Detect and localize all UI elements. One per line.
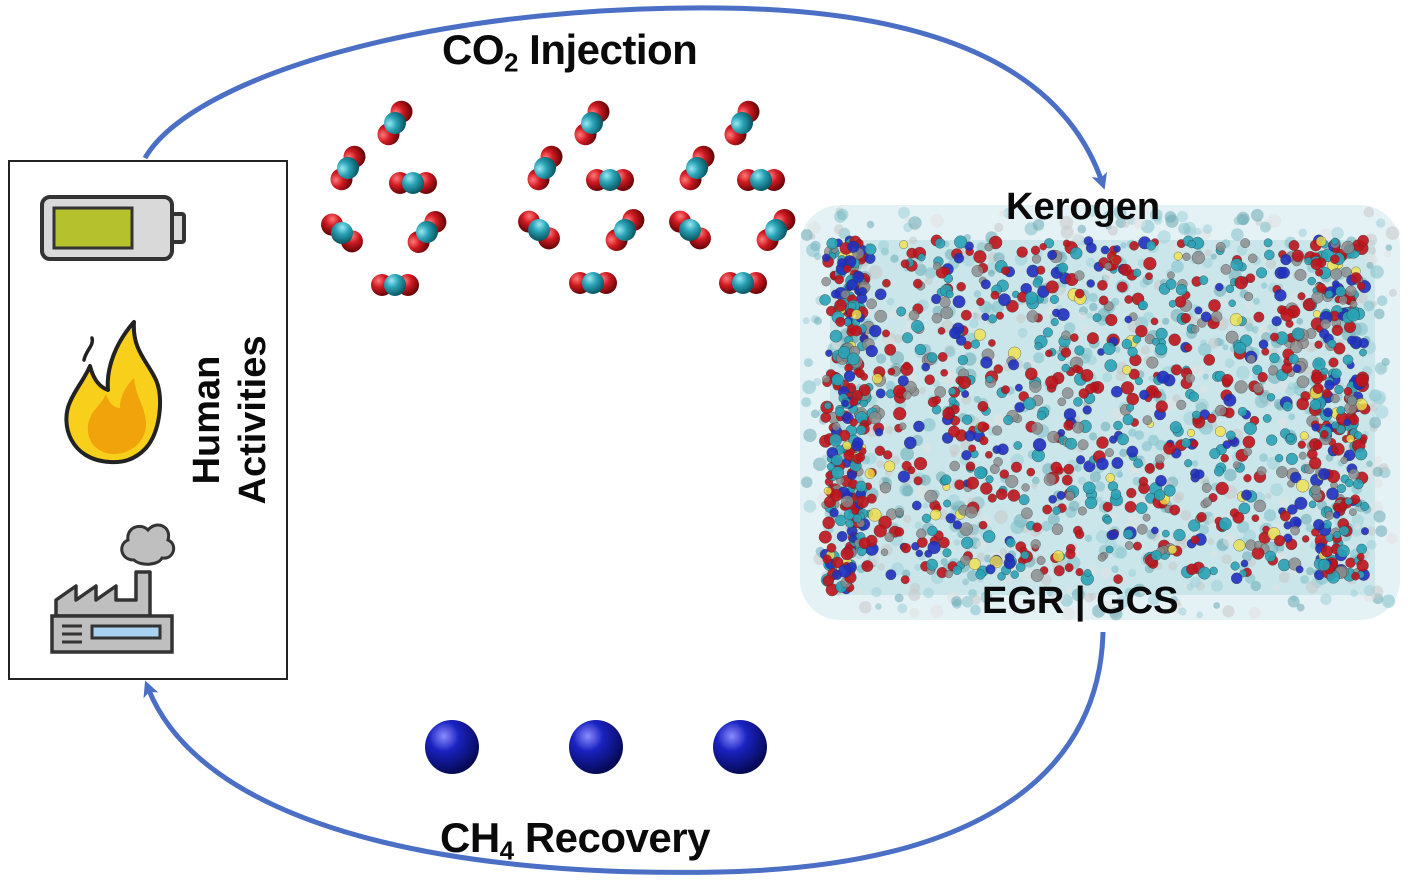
egr-gcs-label: EGR | GCS xyxy=(982,580,1179,622)
human-activities-label: Human Activities xyxy=(184,290,276,550)
factory-icon xyxy=(50,523,176,654)
co2-molecule-icon xyxy=(601,204,649,256)
co2-molecule-icon xyxy=(316,209,368,257)
co2-molecule-icon xyxy=(523,141,567,195)
human-activities-panel xyxy=(8,160,288,680)
methane-molecules xyxy=(425,720,767,774)
co2-molecule-icon xyxy=(389,172,437,194)
co2-molecule-icon xyxy=(326,141,370,195)
methane-molecule-icon xyxy=(713,720,767,774)
co2-molecule-icon xyxy=(373,96,417,150)
kerogen-label: Kerogen xyxy=(1006,186,1161,228)
ch4-recovery-label: CH4 Recovery xyxy=(440,814,710,866)
methane-molecule-icon xyxy=(569,720,623,774)
co2-molecule-icon xyxy=(719,272,767,294)
co2-molecule-icon xyxy=(752,204,800,256)
human-label-line1: Human xyxy=(186,355,228,485)
methane-molecule-icon xyxy=(425,720,479,774)
injection-arrow xyxy=(142,5,1107,190)
co2-molecule-icon xyxy=(371,274,419,296)
co2-molecule-icon xyxy=(569,272,617,294)
co2-molecule-icon xyxy=(570,96,614,150)
co2-injection-label: CO2 Injection xyxy=(442,26,698,78)
battery-icon xyxy=(40,195,186,261)
co2-molecule-icon xyxy=(720,96,764,150)
kerogen-structure-icon xyxy=(800,204,1400,621)
co2-molecules xyxy=(316,96,800,296)
co2-molecule-icon xyxy=(403,206,451,258)
co2-molecule-icon xyxy=(664,206,716,254)
human-label-line2: Activities xyxy=(232,335,274,505)
co2-molecule-icon xyxy=(737,169,785,191)
co2-molecule-icon xyxy=(675,141,719,195)
co2-molecule-icon xyxy=(586,169,634,191)
recovery-arrow xyxy=(143,631,1106,875)
fire-icon xyxy=(64,320,163,465)
co2-molecule-icon xyxy=(513,206,565,254)
